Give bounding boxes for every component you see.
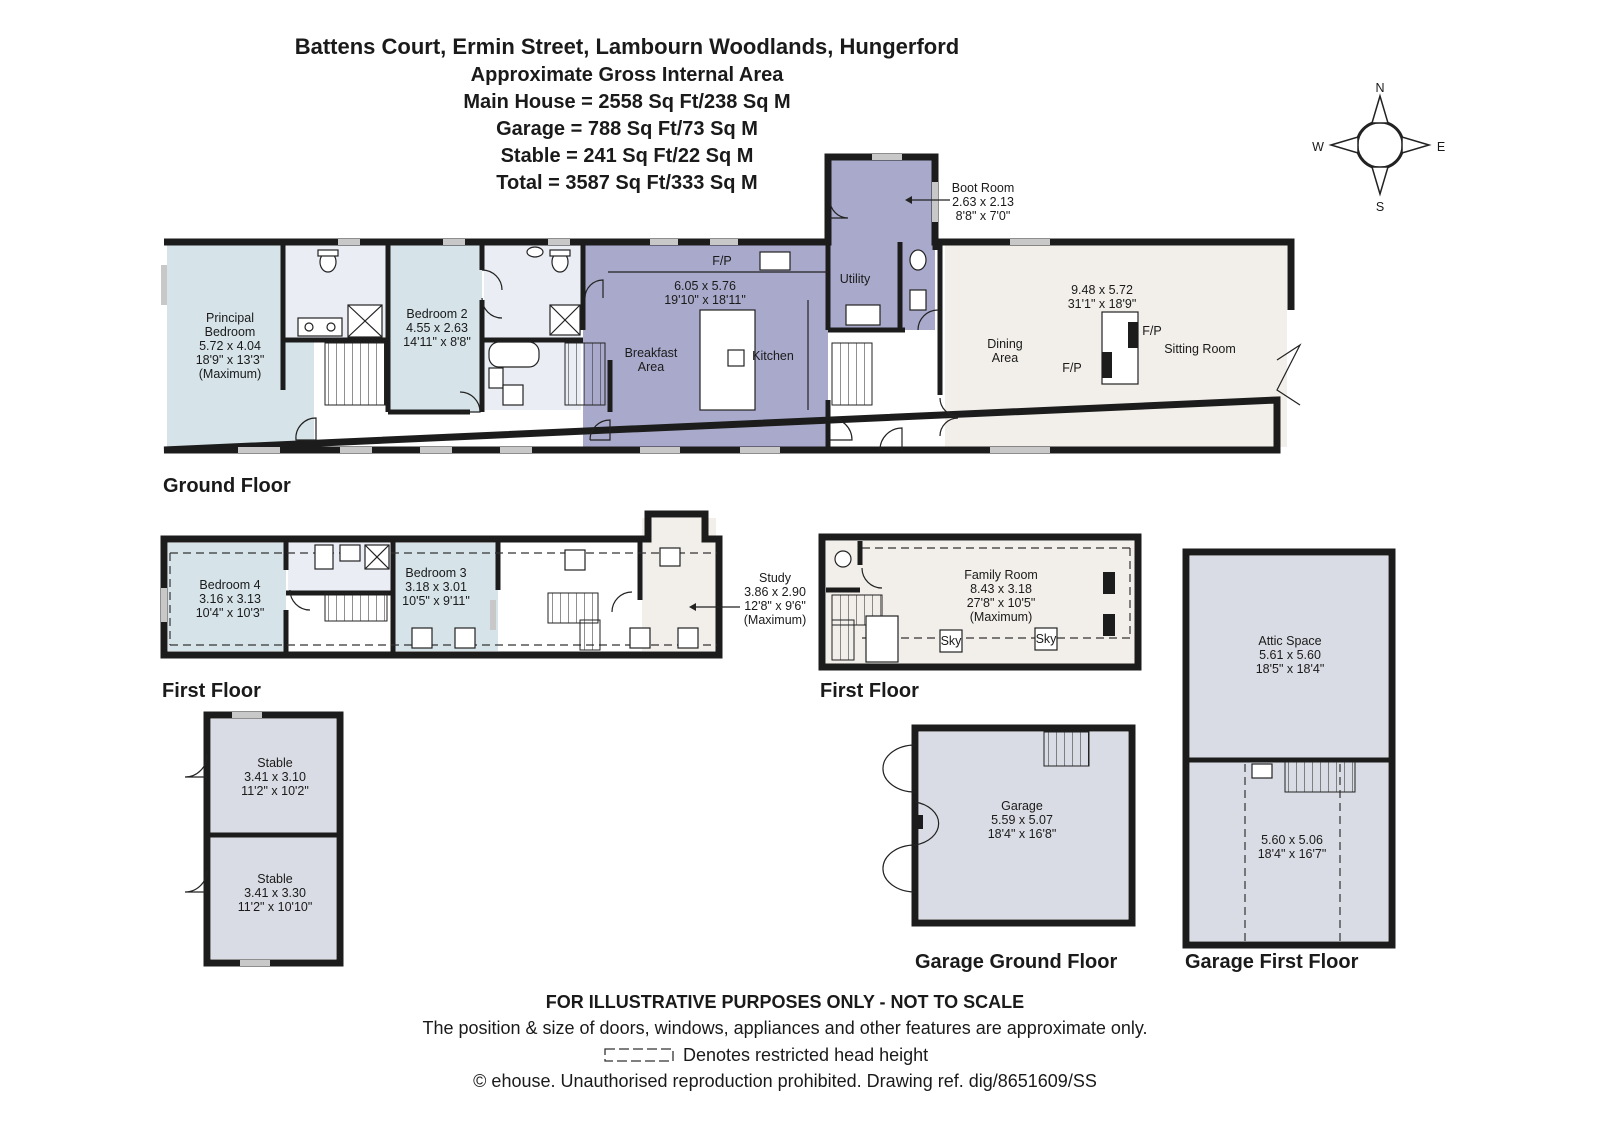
principal-bedroom-note: (Maximum) bbox=[199, 367, 262, 381]
compass-e: E bbox=[1437, 140, 1445, 154]
area-stable: Stable = 241 Sq Ft/22 Sq M bbox=[501, 145, 754, 167]
principal-bedroom-imperial: 18'9" x 13'3" bbox=[196, 353, 265, 367]
bedroom2-name: Bedroom 2 bbox=[406, 307, 467, 321]
breakfast-area-1: Breakfast bbox=[625, 346, 678, 360]
copyright: © ehouse. Unauthorised reproduction proh… bbox=[473, 1071, 1097, 1091]
disclaimer: FOR ILLUSTRATIVE PURPOSES ONLY - NOT TO … bbox=[546, 992, 1024, 1012]
area-main-house: Main House = 2558 Sq Ft/238 Sq M bbox=[463, 91, 790, 113]
boot-room-metric: 2.63 x 2.13 bbox=[952, 195, 1014, 209]
stables-plan: Stable 3.41 x 3.10 11'2" x 10'2" Stable … bbox=[184, 711, 344, 967]
compass-w: W bbox=[1312, 140, 1324, 154]
garage-first-imperial: 18'4" x 16'7" bbox=[1258, 847, 1327, 861]
study-note: (Maximum) bbox=[744, 613, 807, 627]
garage-first-floor-plan: Attic Space 5.61 x 5.60 18'5" x 18'4" 5.… bbox=[1182, 548, 1396, 973]
sitting-fp1: F/P bbox=[1142, 324, 1161, 338]
dining-area-2: Area bbox=[992, 351, 1018, 365]
sitting-room-name: Sitting Room bbox=[1164, 342, 1236, 356]
family-room-imperial: 27'8" x 10'5" bbox=[967, 596, 1036, 610]
attic-imperial: 18'5" x 18'4" bbox=[1256, 662, 1325, 676]
skylight-2: Sky bbox=[1036, 632, 1058, 646]
garage-ground-floor-plan: Garage 5.59 x 5.07 18'4" x 16'8" Garage … bbox=[882, 724, 1136, 973]
boot-room-name: Boot Room bbox=[952, 181, 1015, 195]
first-floor-plan: Bedroom 4 3.16 x 3.13 10'4" x 10'3" Bedr… bbox=[160, 510, 807, 702]
kitchen-fp: F/P bbox=[712, 254, 731, 268]
ground-floor-label: Ground Floor bbox=[163, 475, 291, 497]
first-floor-label: First Floor bbox=[162, 680, 261, 702]
principal-bedroom-name2: Bedroom bbox=[205, 325, 256, 339]
stable1-metric: 3.41 x 3.10 bbox=[244, 770, 306, 784]
dining-area-1: Dining bbox=[987, 337, 1022, 351]
principal-bedroom-metric: 5.72 x 4.04 bbox=[199, 339, 261, 353]
garage-ground-floor-label: Garage Ground Floor bbox=[915, 951, 1117, 973]
kitchen-name: Kitchen bbox=[752, 349, 794, 363]
bedroom3-name: Bedroom 3 bbox=[405, 566, 466, 580]
compass-s: S bbox=[1376, 200, 1384, 214]
bedroom4-imperial: 10'4" x 10'3" bbox=[196, 606, 265, 620]
bedroom2-imperial: 14'11" x 8'8" bbox=[403, 335, 471, 349]
garage-metric: 5.59 x 5.07 bbox=[991, 813, 1053, 827]
bedroom3-metric: 3.18 x 3.01 bbox=[405, 580, 467, 594]
family-room-note: (Maximum) bbox=[970, 610, 1033, 624]
stable1-name: Stable bbox=[257, 756, 292, 770]
stable2-metric: 3.41 x 3.30 bbox=[244, 886, 306, 900]
sitting-fp2: F/P bbox=[1062, 361, 1081, 375]
stairs-icon bbox=[324, 342, 873, 406]
skylight-1: Sky bbox=[941, 634, 963, 648]
study-metric: 3.86 x 2.90 bbox=[744, 585, 806, 599]
stable2-imperial: 11'2" x 10'10" bbox=[238, 900, 313, 914]
area-garage: Garage = 788 Sq Ft/73 Sq M bbox=[496, 118, 758, 140]
family-room-name: Family Room bbox=[964, 568, 1038, 582]
principal-bedroom-name1: Principal bbox=[206, 311, 254, 325]
study-name: Study bbox=[759, 571, 792, 585]
ground-floor-plan: Principal Bedroom 5.72 x 4.04 18'9" x 13… bbox=[161, 153, 1302, 497]
stable1-imperial: 11'2" x 10'2" bbox=[241, 784, 309, 798]
compass-icon: N S E W bbox=[1312, 81, 1445, 214]
garage-imperial: 18'4" x 16'8" bbox=[988, 827, 1057, 841]
first-floor-annex-label: First Floor bbox=[820, 680, 919, 702]
restricted-height-legend-icon bbox=[604, 1048, 674, 1062]
breakfast-area-2: Area bbox=[638, 360, 664, 374]
address-title: Battens Court, Ermin Street, Lambourn Wo… bbox=[295, 34, 960, 59]
bedroom4-name: Bedroom 4 bbox=[199, 578, 260, 592]
family-room-metric: 8.43 x 3.18 bbox=[970, 582, 1032, 596]
sitting-imperial: 31'1" x 18'9" bbox=[1068, 297, 1137, 311]
boot-room-imperial: 8'8" x 7'0" bbox=[956, 209, 1011, 223]
header: Battens Court, Ermin Street, Lambourn Wo… bbox=[295, 34, 960, 194]
garage-name: Garage bbox=[1001, 799, 1043, 813]
utility-name: Utility bbox=[840, 272, 871, 286]
position-note: The position & size of doors, windows, a… bbox=[422, 1018, 1147, 1038]
bedroom2-metric: 4.55 x 2.63 bbox=[406, 321, 468, 335]
study-imperial: 12'8" x 9'6" bbox=[744, 599, 806, 613]
stable2-name: Stable bbox=[257, 872, 292, 886]
garage-first-metric: 5.60 x 5.06 bbox=[1261, 833, 1323, 847]
area-total: Total = 3587 Sq Ft/333 Sq M bbox=[496, 172, 757, 194]
attic-name: Attic Space bbox=[1258, 634, 1321, 648]
first-floor-annex-plan: Family Room 8.43 x 3.18 27'8" x 10'5" (M… bbox=[818, 533, 1142, 702]
bedroom3-imperial: 10'5" x 9'11" bbox=[402, 594, 470, 608]
kitchen-metric: 6.05 x 5.76 bbox=[674, 279, 736, 293]
legend-text: Denotes restricted head height bbox=[683, 1045, 928, 1065]
area-subtitle: Approximate Gross Internal Area bbox=[471, 64, 785, 86]
sitting-metric: 9.48 x 5.72 bbox=[1071, 283, 1133, 297]
garage-first-floor-label: Garage First Floor bbox=[1185, 951, 1359, 973]
compass-n: N bbox=[1375, 81, 1384, 95]
footer: FOR ILLUSTRATIVE PURPOSES ONLY - NOT TO … bbox=[422, 992, 1147, 1091]
kitchen-imperial: 19'10" x 18'11" bbox=[664, 293, 746, 307]
bedroom2-fill bbox=[390, 245, 482, 412]
bedroom4-metric: 3.16 x 3.13 bbox=[199, 592, 261, 606]
attic-metric: 5.61 x 5.60 bbox=[1259, 648, 1321, 662]
